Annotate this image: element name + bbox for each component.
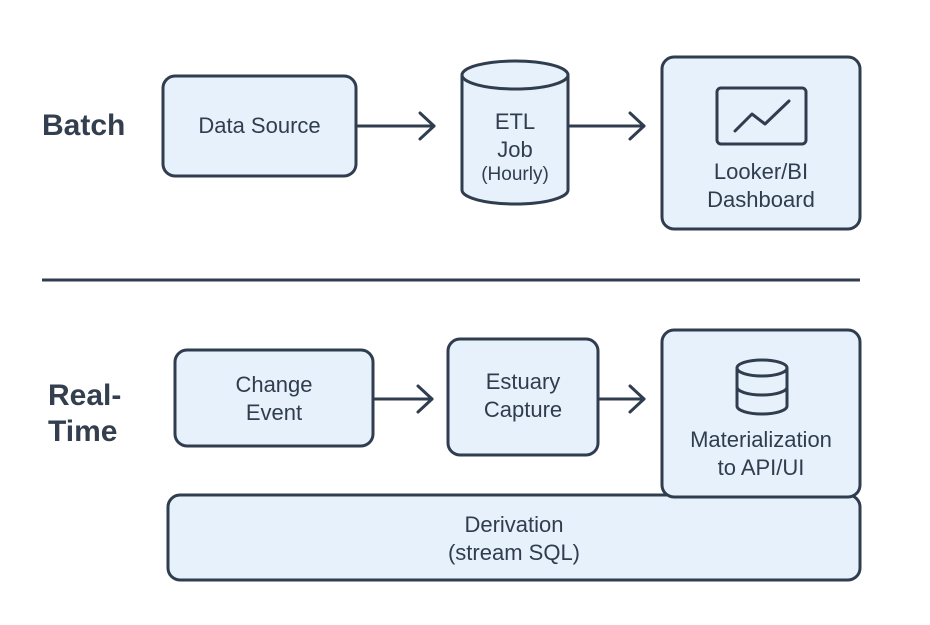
- capture-line1: Estuary: [485, 369, 561, 394]
- materialization-line2: to API/UI: [717, 454, 805, 480]
- change-line1: Change: [235, 372, 313, 397]
- data-source-box: [161, 74, 358, 178]
- arrow-capture-to-materialization: [598, 384, 646, 414]
- estuary-capture-box: [446, 337, 600, 457]
- dashboard-text: Looker/BI Dashboard: [662, 158, 860, 213]
- change-event-text: Change Event: [175, 371, 373, 426]
- capture-line2: Capture: [483, 396, 563, 422]
- realtime-row-label: Real- Time: [48, 378, 121, 450]
- etl-line3: (Hourly): [481, 164, 549, 185]
- derivation-box: [166, 493, 862, 582]
- realtime-label-line2: Time: [48, 415, 118, 448]
- arrow-source-to-etl: [356, 111, 436, 141]
- data-source-label: Data Source: [198, 113, 321, 138]
- realtime-label-line1: Real-: [48, 379, 122, 412]
- etl-line2: Job: [497, 136, 533, 162]
- change-line2: Event: [245, 399, 303, 425]
- etl-job-text: ETL Job (Hourly): [462, 108, 568, 187]
- data-source-text: Data Source: [163, 112, 356, 140]
- arrow-etl-to-dashboard: [568, 111, 646, 141]
- database-icon: [735, 358, 789, 416]
- dashboard-line1: Looker/BI: [713, 159, 809, 184]
- materialization-line1: Materialization: [690, 427, 832, 452]
- dashboard-line2: Dashboard: [707, 186, 815, 212]
- estuary-capture-text: Estuary Capture: [448, 368, 598, 423]
- chart-icon: [715, 86, 808, 146]
- batch-row-label: Batch: [42, 109, 126, 142]
- change-event-box: [173, 348, 375, 448]
- arrow-change-to-capture: [373, 384, 434, 414]
- etl-cylinder-shape: [460, 59, 570, 206]
- derivation-line2: (stream SQL): [447, 539, 581, 565]
- etl-line1: ETL: [494, 109, 536, 134]
- derivation-text: Derivation (stream SQL): [168, 511, 860, 566]
- materialization-text: Materialization to API/UI: [662, 426, 860, 481]
- derivation-line1: Derivation: [464, 512, 564, 537]
